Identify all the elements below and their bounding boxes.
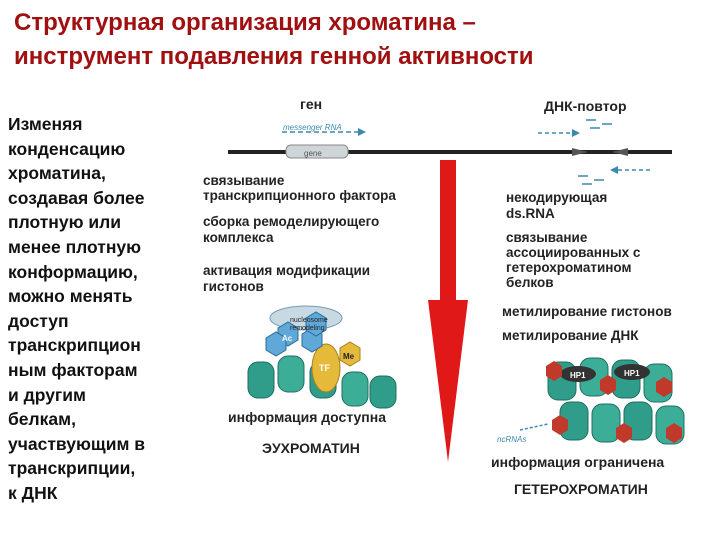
repression-arrow-shaft [440, 160, 456, 310]
hp1-label: HP1 [624, 366, 640, 381]
right-state: ГЕТЕРОХРОМАТИН [514, 482, 648, 497]
ac-label: Ac [282, 331, 292, 346]
tf-label: TF [319, 361, 330, 376]
rna-left-arrowhead-icon [610, 166, 618, 174]
left-state: ЭУХРОМАТИН [262, 441, 360, 456]
left-step-2a: сборка ремоделирующего [203, 214, 379, 229]
me-label: Me [343, 349, 354, 364]
left-step-1b: транскрипционного фактора [203, 188, 396, 203]
rna-right-arrowhead-icon [572, 129, 580, 137]
hp1-label: HP1 [570, 368, 586, 383]
mrna-arrowhead-icon [358, 128, 366, 136]
repeat-right-arrow-icon [572, 148, 588, 156]
repression-arrowhead-icon [428, 300, 468, 462]
right-info: информация ограничена [491, 455, 664, 470]
left-step-3a: активация модификации [203, 263, 370, 278]
gene-box-label: gene [304, 146, 322, 161]
left-step-1a: связывание [203, 173, 284, 188]
right-step-4: метилирование ДНК [502, 328, 639, 343]
repeat-left-arrow-icon [612, 148, 628, 156]
ncrnas-label: ncRNAs [497, 432, 526, 447]
right-step-1b: ds.RNA [506, 206, 555, 221]
right-step-2b: ассоциированных с [506, 245, 640, 260]
heterochromatin-illustration [520, 358, 684, 444]
right-step-2c: гетерохроматином [506, 260, 632, 275]
gene-label: ген [300, 97, 322, 112]
left-step-3b: гистонов [203, 279, 264, 294]
right-step-3: метилирование гистонов [502, 304, 672, 319]
complex-label-2: remodeling [290, 321, 325, 336]
left-step-2b: комплекса [203, 230, 273, 245]
right-step-2a: связывание [506, 230, 587, 245]
repeat-label: ДНК-повтор [544, 99, 627, 114]
mrna-label: messenger RNA [283, 120, 342, 135]
left-info: информация доступна [228, 410, 386, 425]
right-step-2d: белков [506, 275, 554, 290]
right-step-1a: некодирующая [506, 190, 607, 205]
